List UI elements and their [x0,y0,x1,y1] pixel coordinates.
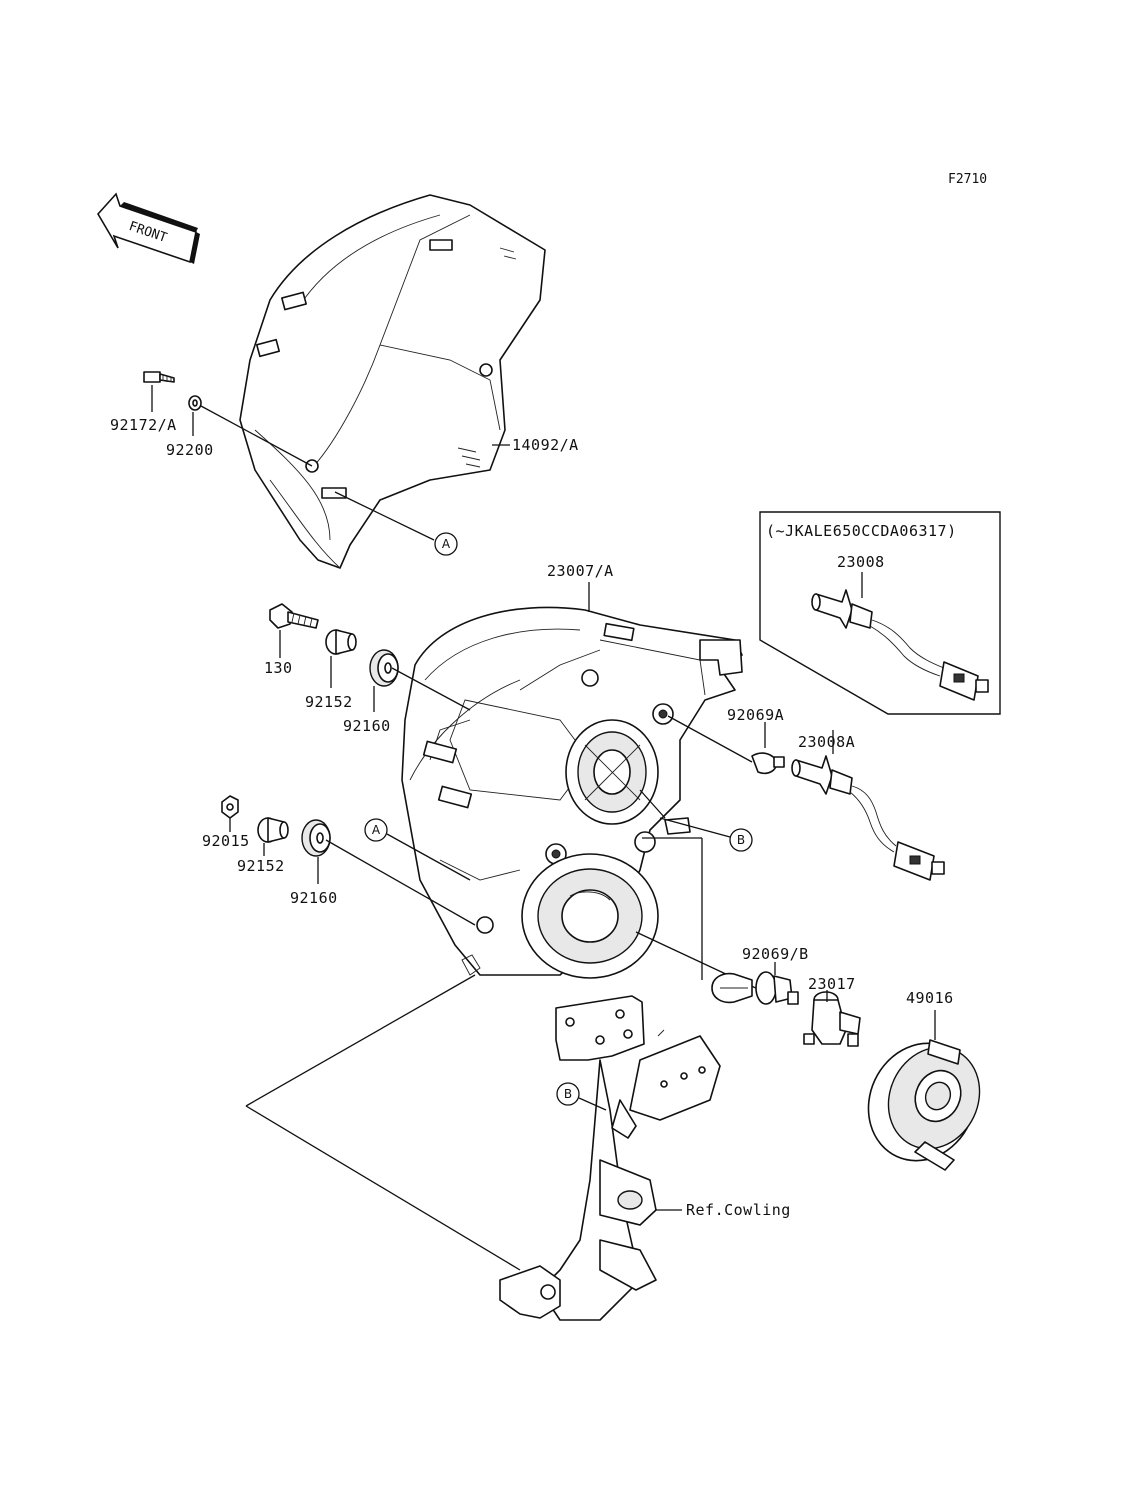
front-arrow-icon: FRONT [97,192,200,264]
grommet-92160-top [369,649,399,687]
callout-23008: 23008 [837,553,885,571]
headlight-cover-14092a [239,194,546,569]
svg-text:B: B [564,1087,572,1101]
socket-23017 [803,991,861,1047]
callout-92152-bottom: 92152 [237,857,285,875]
bulb-92069b [711,971,799,1005]
callout-92152-top: 92152 [305,693,353,711]
cowling-stay [499,995,721,1321]
nut-92015 [221,795,239,819]
screw-92172a [143,371,175,383]
callout-130: 130 [264,659,293,677]
callout-92160-bottom: 92160 [290,889,338,907]
callout-92160-top: 92160 [343,717,391,735]
bolt-130 [269,603,319,629]
grommet-92160-bottom [301,819,331,857]
collar-92152-top [325,629,357,655]
callout-14092a: 14092/A [512,436,579,454]
callout-92069b: 92069/B [742,945,809,963]
callout-92015: 92015 [202,832,250,850]
bulb-92069a [751,752,785,775]
svg-text:B: B [737,833,745,847]
callout-49016: 49016 [906,989,954,1007]
marker-a-top [434,532,458,556]
collar-92152-bottom [257,817,289,843]
svg-text:A: A [372,823,381,837]
washer-92200 [188,395,202,411]
marker-a-mid [364,818,388,842]
bulb-cover-49016 [867,1039,981,1171]
ref-cowling-label: Ref.Cowling [686,1201,791,1219]
marker-b-right [729,828,753,852]
callout-23007a: 23007/A [547,562,614,580]
figure-code: F2710 [948,172,987,187]
callout-23008a: 23008A [798,733,855,751]
headlight-housing-23007a [401,606,743,979]
serial-range-inset: (~JKALE650CCDA06317) 23008 [759,511,1001,715]
svg-text:A: A [442,537,451,551]
callout-92069a: 92069A [727,706,784,724]
callout-23017: 23017 [808,975,856,993]
marker-b-bracket [556,1082,580,1106]
socket-23008 [811,589,989,701]
callout-92172a: 92172/A [110,416,177,434]
socket-23008a [791,755,945,881]
callout-92200: 92200 [166,441,214,459]
inset-header: (~JKALE650CCDA06317) [766,522,957,540]
